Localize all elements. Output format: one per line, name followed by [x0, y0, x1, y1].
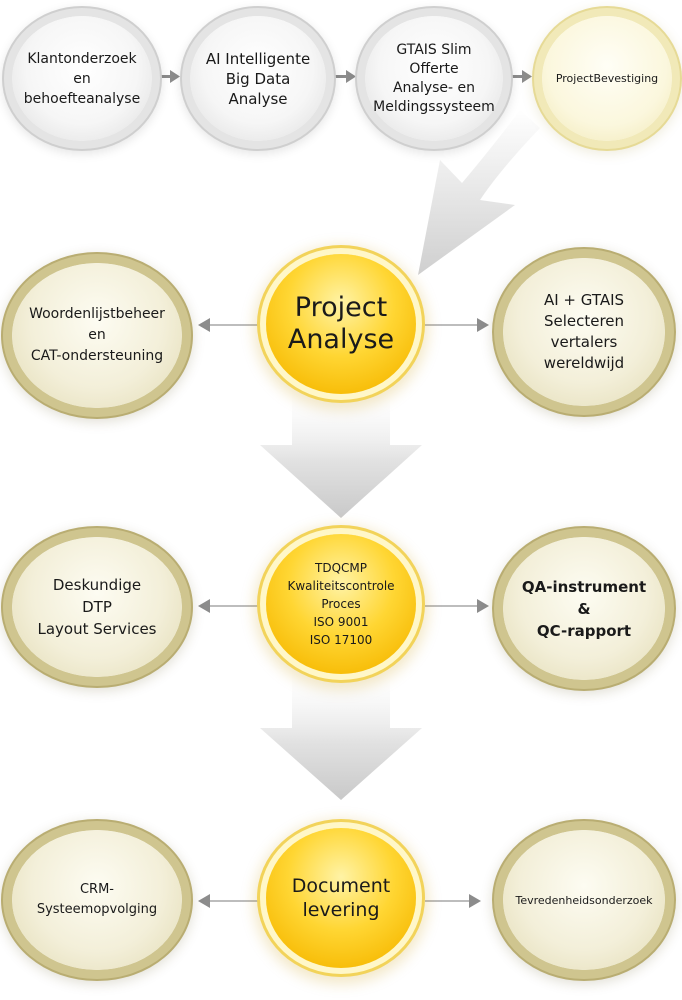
node-label: QA-instrument & QC-rapport — [521, 577, 647, 640]
node-label: AI Intelligente Big Data Analyse — [205, 49, 311, 108]
connector-arrow-3 — [522, 70, 532, 83]
node-label: Document levering — [291, 875, 391, 921]
node-label: Deskundige DTP Layout Services — [37, 576, 157, 638]
connector-line-1 — [160, 75, 172, 78]
row2-right-arrow — [477, 318, 489, 332]
row2-left-arrow — [198, 318, 210, 332]
row3-left-arrow — [198, 599, 210, 613]
node-label: Klantonderzoek en behoefteanalyse — [23, 50, 141, 107]
node-selecteren-vertalers: AI + GTAIS Selecteren vertalers wereldwi… — [503, 258, 665, 406]
node-label: Tevredenheidsonderzoek — [515, 893, 653, 907]
node-document-levering: Document levering — [266, 828, 416, 968]
node-label: TDQCMP Kwaliteitscontrole Proces ISO 900… — [287, 561, 395, 647]
connector-arrow-1 — [170, 70, 180, 83]
node-label: AI + GTAIS Selecteren vertalers wereldwi… — [543, 291, 625, 372]
node-label: Woordenlijstbeheer en CAT-ondersteuning — [29, 306, 165, 364]
row3-right-line — [425, 605, 479, 607]
node-label: Project Analyse — [287, 292, 395, 355]
row4-left-line — [208, 900, 258, 902]
node-gtais-offerte: GTAIS Slim Offerte Analyse- en Meldingss… — [365, 16, 503, 141]
row2-right-line — [425, 324, 479, 326]
node-woordenlijstbeheer: Woordenlijstbeheer en CAT-ondersteuning — [12, 263, 182, 408]
node-ai-big-data: AI Intelligente Big Data Analyse — [190, 16, 326, 141]
row4-right-arrow — [469, 894, 481, 908]
row3-left-line — [208, 605, 258, 607]
node-project-analyse: Project Analyse — [266, 254, 416, 394]
connector-line-3 — [510, 75, 524, 78]
node-tevredenheidsonderzoek: Tevredenheidsonderzoek — [503, 830, 665, 970]
row4-right-line — [425, 900, 471, 902]
node-crm-systeem: CRM- Systeemopvolging — [12, 830, 182, 970]
node-qa-instrument: QA-instrument & QC-rapport — [503, 537, 665, 680]
node-label: ProjectBevestiging — [555, 71, 659, 85]
node-label: CRM- Systeemopvolging — [36, 882, 158, 917]
down-flow-arrow-2 — [260, 670, 422, 800]
node-label: GTAIS Slim Offerte Analyse- en Meldingss… — [373, 41, 495, 115]
diagonal-flow-arrow — [418, 110, 540, 275]
node-dtp-layout: Deskundige DTP Layout Services — [12, 537, 182, 677]
node-tdqcmp: TDQCMP Kwaliteitscontrole Proces ISO 900… — [266, 534, 416, 674]
row2-left-line — [208, 324, 258, 326]
node-klantonderzoek: Klantonderzoek en behoefteanalyse — [12, 16, 152, 141]
connector-line-2 — [334, 75, 348, 78]
row3-right-arrow — [477, 599, 489, 613]
row4-left-arrow — [198, 894, 210, 908]
down-flow-arrow-1 — [260, 390, 422, 518]
connector-arrow-2 — [346, 70, 356, 83]
node-projectbevestiging: ProjectBevestiging — [542, 16, 672, 141]
